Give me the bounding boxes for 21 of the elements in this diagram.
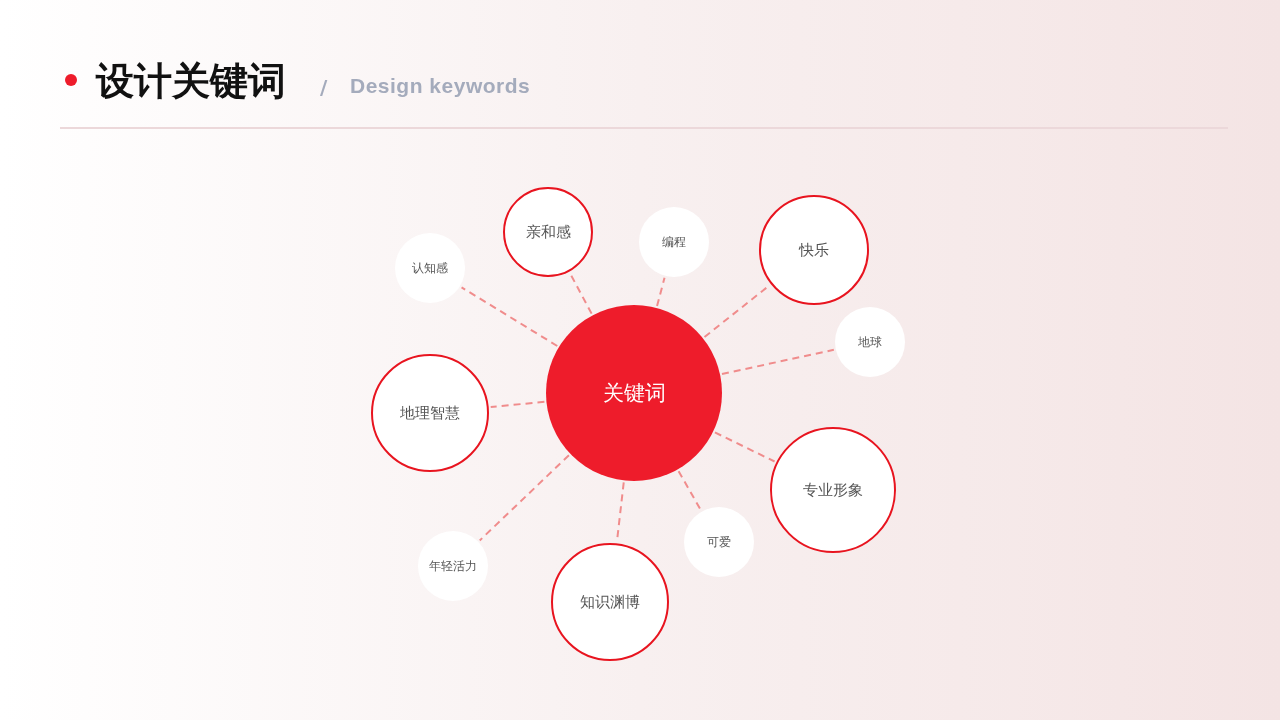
keyword-bubble: 编程 — [639, 207, 709, 277]
connector-line — [656, 276, 666, 307]
connector-line — [489, 400, 546, 409]
connector-line — [713, 431, 776, 463]
hub-circle: 关键词 — [546, 305, 722, 481]
separator-slash: / — [320, 75, 328, 99]
keyword-bubble: 年轻活力 — [418, 531, 488, 601]
subheading: Design keywords — [350, 74, 531, 98]
keyword-circle: 专业形象 — [770, 427, 896, 553]
keyword-bubble: 可爱 — [684, 507, 754, 577]
connector-line — [720, 348, 835, 375]
keyword-bubble: 地球 — [835, 307, 905, 377]
keyword-bubble: 认知感 — [395, 233, 465, 303]
connector-line — [460, 286, 559, 347]
keyword-circle: 亲和感 — [503, 187, 593, 277]
keyword-circle: 快乐 — [759, 195, 869, 305]
connector-line — [677, 470, 702, 511]
keyword-circle: 地理智慧 — [371, 354, 489, 472]
connector-line — [478, 454, 570, 542]
heading: 设计关键词 — [96, 58, 286, 104]
keyword-circle: 知识渊博 — [551, 543, 669, 661]
